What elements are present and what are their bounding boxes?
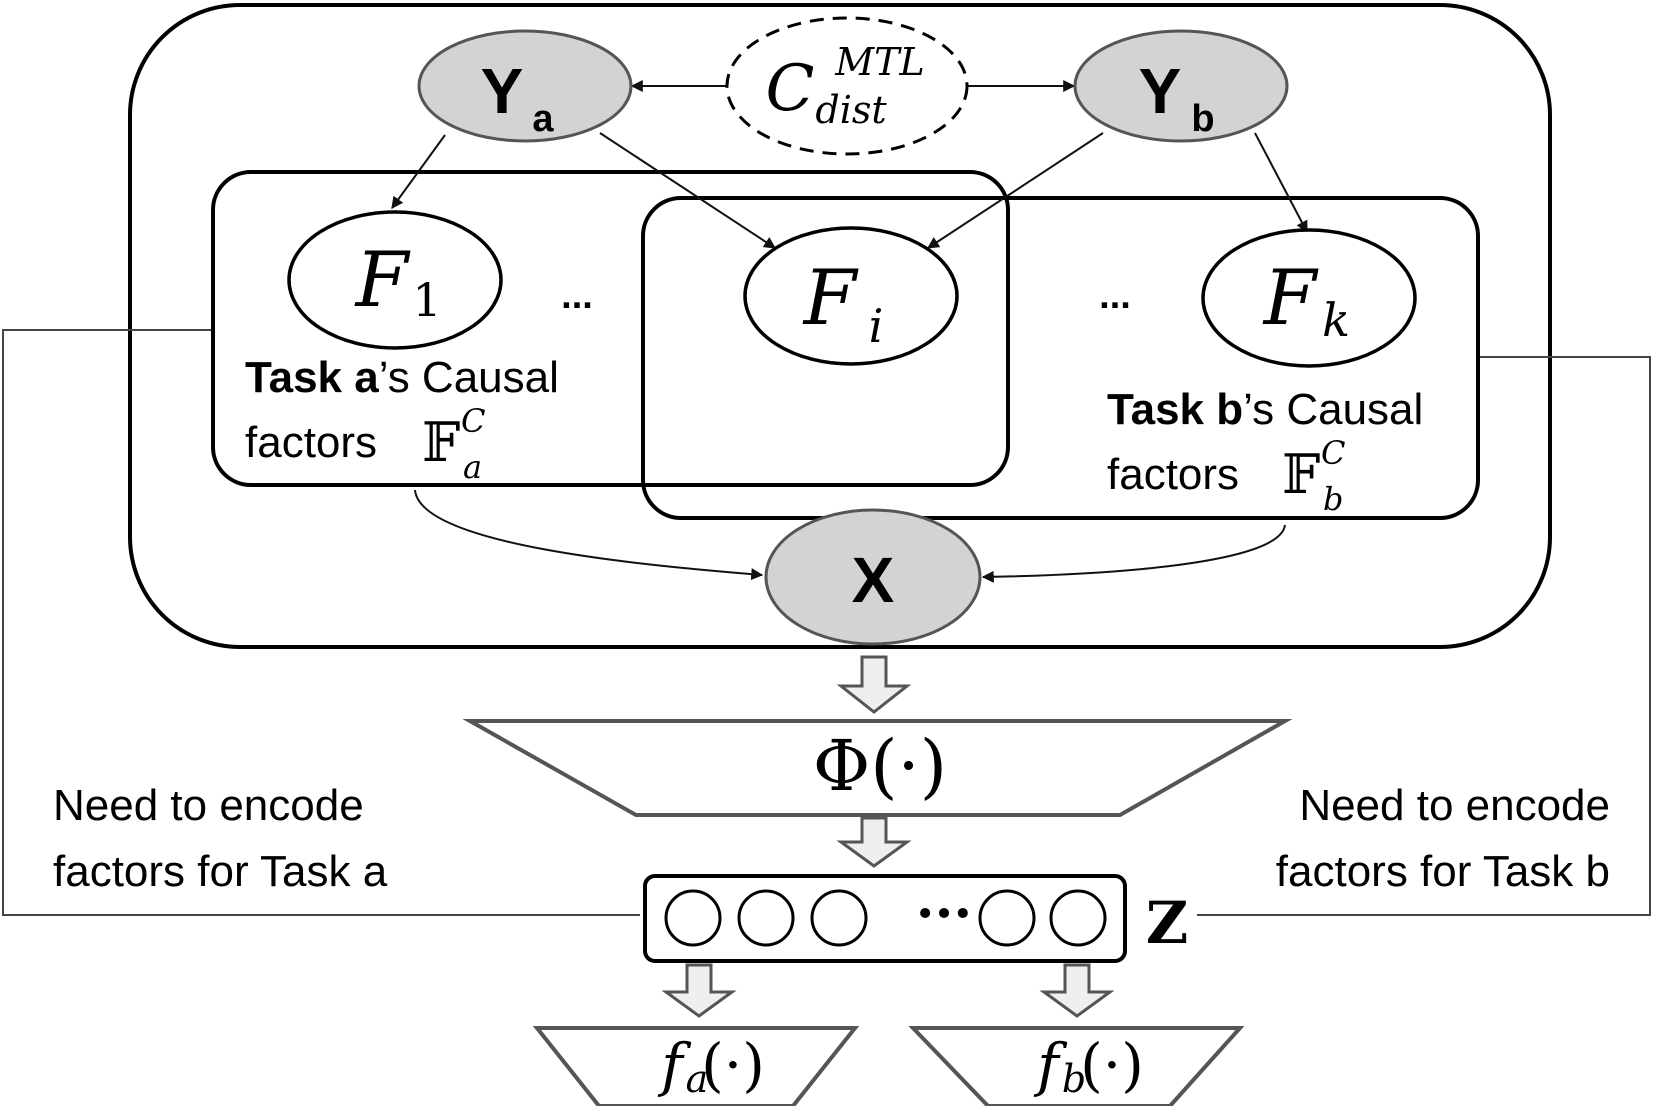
task-b-label-bold: Task b xyxy=(1107,385,1243,434)
encoder-label: Φ(·) xyxy=(813,725,947,807)
representation-label: Z xyxy=(1146,889,1188,957)
node-cdist-sub: dist xyxy=(815,88,887,132)
representation-unit-4 xyxy=(978,889,1036,947)
task-b-factors-symbol: 𝔽 xyxy=(1282,443,1320,506)
edge-yb-fk xyxy=(1254,132,1308,234)
task-a-factor-group xyxy=(211,170,1010,487)
node-yb-label: Y xyxy=(1139,55,1182,127)
task-a-factors-sub: a xyxy=(463,448,482,486)
node-cdist-sup: MTL xyxy=(834,40,925,84)
arrow-encoder-to-z xyxy=(836,816,912,868)
head-a-args: (·) xyxy=(701,1031,765,1099)
representation-unit-1 xyxy=(664,889,722,947)
node-f1 xyxy=(287,210,503,350)
task-a-factors-word: factors xyxy=(245,418,377,467)
edge-ya-f1 xyxy=(391,134,446,209)
node-fk-sub: k xyxy=(1322,293,1350,347)
node-f1-label: F xyxy=(354,235,411,324)
node-ya-sub: a xyxy=(532,98,554,140)
node-cdist-label: C xyxy=(766,52,815,126)
head-a-trapezoid xyxy=(532,1026,860,1106)
node-fi xyxy=(743,226,959,366)
task-b-label: Task b’s Causal xyxy=(1107,385,1423,434)
task-a-factors-sup: C xyxy=(461,402,485,440)
node-yb xyxy=(1073,29,1289,143)
node-fi-label: F xyxy=(802,253,859,342)
node-fk-label: F xyxy=(1262,253,1319,342)
head-b-sub: b xyxy=(1062,1057,1086,1101)
task-a-factors-symbol: 𝔽 xyxy=(422,411,460,474)
encoder-trapezoid xyxy=(462,719,1293,817)
node-fi-sub: i xyxy=(869,299,884,353)
left-connector-line xyxy=(2,329,640,916)
node-ya-label: Y xyxy=(481,55,524,127)
task-b-factor-group xyxy=(641,196,1480,520)
task-b-factors-word: factors xyxy=(1107,450,1239,499)
note-left-line2: factors for Task a xyxy=(53,847,388,896)
ellipsis-left: ... xyxy=(561,275,593,317)
representation-unit-2 xyxy=(737,889,795,947)
node-yb-sub: b xyxy=(1191,98,1214,140)
note-left-line1: Need to encode xyxy=(53,781,364,830)
node-x-label: X xyxy=(852,544,895,616)
node-fk xyxy=(1201,228,1417,368)
head-a-sub: a xyxy=(686,1057,709,1101)
node-f1-sub: 1 xyxy=(412,273,441,327)
task-a-label: Task a’s Causal xyxy=(245,353,559,402)
task-b-factors-sub: b xyxy=(1323,480,1343,518)
representation-dots: ··· xyxy=(916,881,972,945)
node-cdist xyxy=(725,16,969,156)
right-connector-line xyxy=(1197,356,1651,916)
note-right-line2: factors for Task b xyxy=(1276,847,1610,896)
causal-model-frame xyxy=(128,3,1552,649)
head-b-args: (·) xyxy=(1080,1031,1144,1099)
task-a-label-rest: ’s Causal xyxy=(379,353,559,402)
note-right-line1: Need to encode xyxy=(1299,781,1610,830)
edge-task-b-x xyxy=(981,524,1286,583)
task-a-label-bold: Task a xyxy=(245,353,379,402)
representation-unit-3 xyxy=(810,889,868,947)
arrow-x-to-encoder xyxy=(836,655,912,714)
node-ya xyxy=(417,29,633,143)
arrow-z-to-head-b xyxy=(1039,963,1115,1018)
edge-task-a-x xyxy=(414,489,764,581)
node-x xyxy=(764,508,982,646)
representation-unit-5 xyxy=(1049,889,1107,947)
arrow-z-to-head-a xyxy=(661,963,737,1018)
ellipsis-right: ... xyxy=(1099,275,1131,317)
task-b-factors-sup: C xyxy=(1321,434,1345,472)
task-b-label-rest: ’s Causal xyxy=(1243,385,1423,434)
edge-yb-fi xyxy=(926,132,1104,249)
head-b-trapezoid xyxy=(908,1026,1245,1106)
edge-ya-fi xyxy=(599,132,777,249)
